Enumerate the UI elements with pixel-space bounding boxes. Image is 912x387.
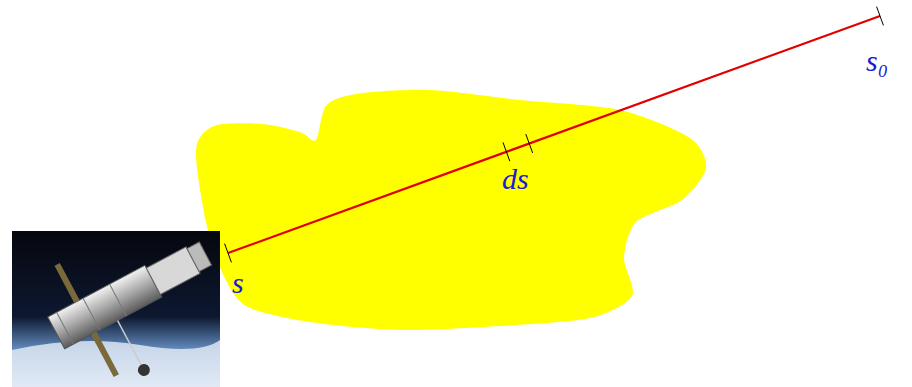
observer-label: s [232,268,244,298]
telescope-photo [12,201,243,387]
photo-ground [12,231,220,387]
clouds [12,340,220,387]
sight-line [228,16,880,253]
tick-mark [225,244,232,263]
tick-mark [526,134,533,153]
cloud-shape [196,90,706,330]
tick-mark [877,7,884,26]
element-label: ds [502,164,529,194]
sight-line-layer [225,7,884,263]
tick-mark [503,142,510,161]
endpoint-label: s₀ [866,46,888,76]
telescope [28,201,243,387]
cloud-layer [196,90,706,330]
